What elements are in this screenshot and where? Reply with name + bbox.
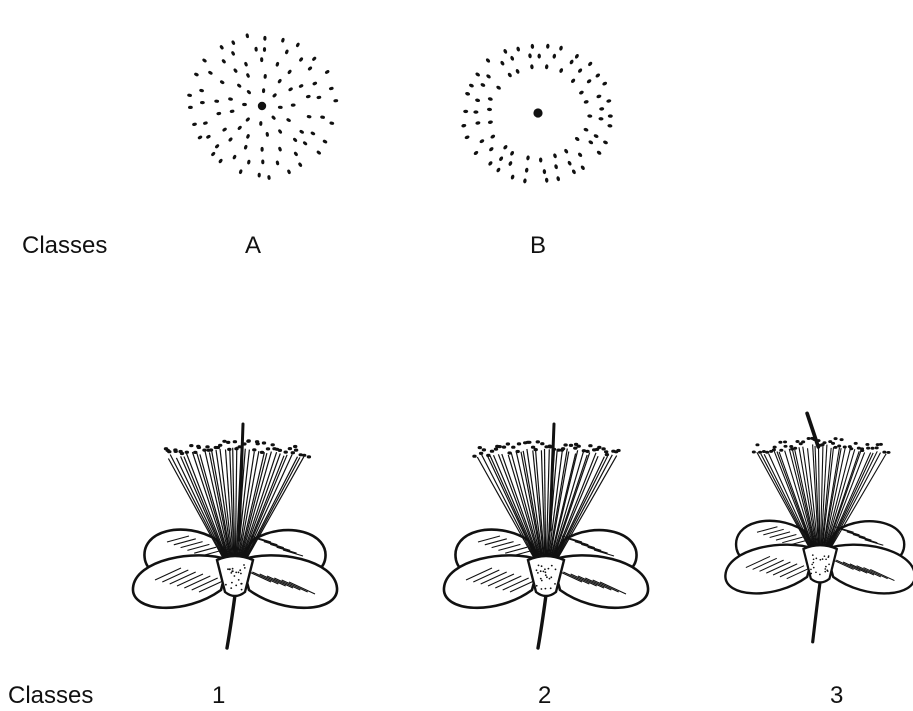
class-3-label: 3 [830,682,843,710]
stamen-pattern-b [460,35,615,187]
class-b-label: B [530,232,546,260]
flower-3 [718,410,913,662]
class-a-label: A [245,232,261,260]
row2-label: Classes [8,682,93,710]
class-1-label: 1 [212,682,225,710]
row1-label: Classes [22,232,107,260]
class-2-label: 2 [538,682,551,710]
flower-1 [124,420,346,656]
flower-2 [435,420,657,668]
stamen-pattern-a [185,36,335,188]
